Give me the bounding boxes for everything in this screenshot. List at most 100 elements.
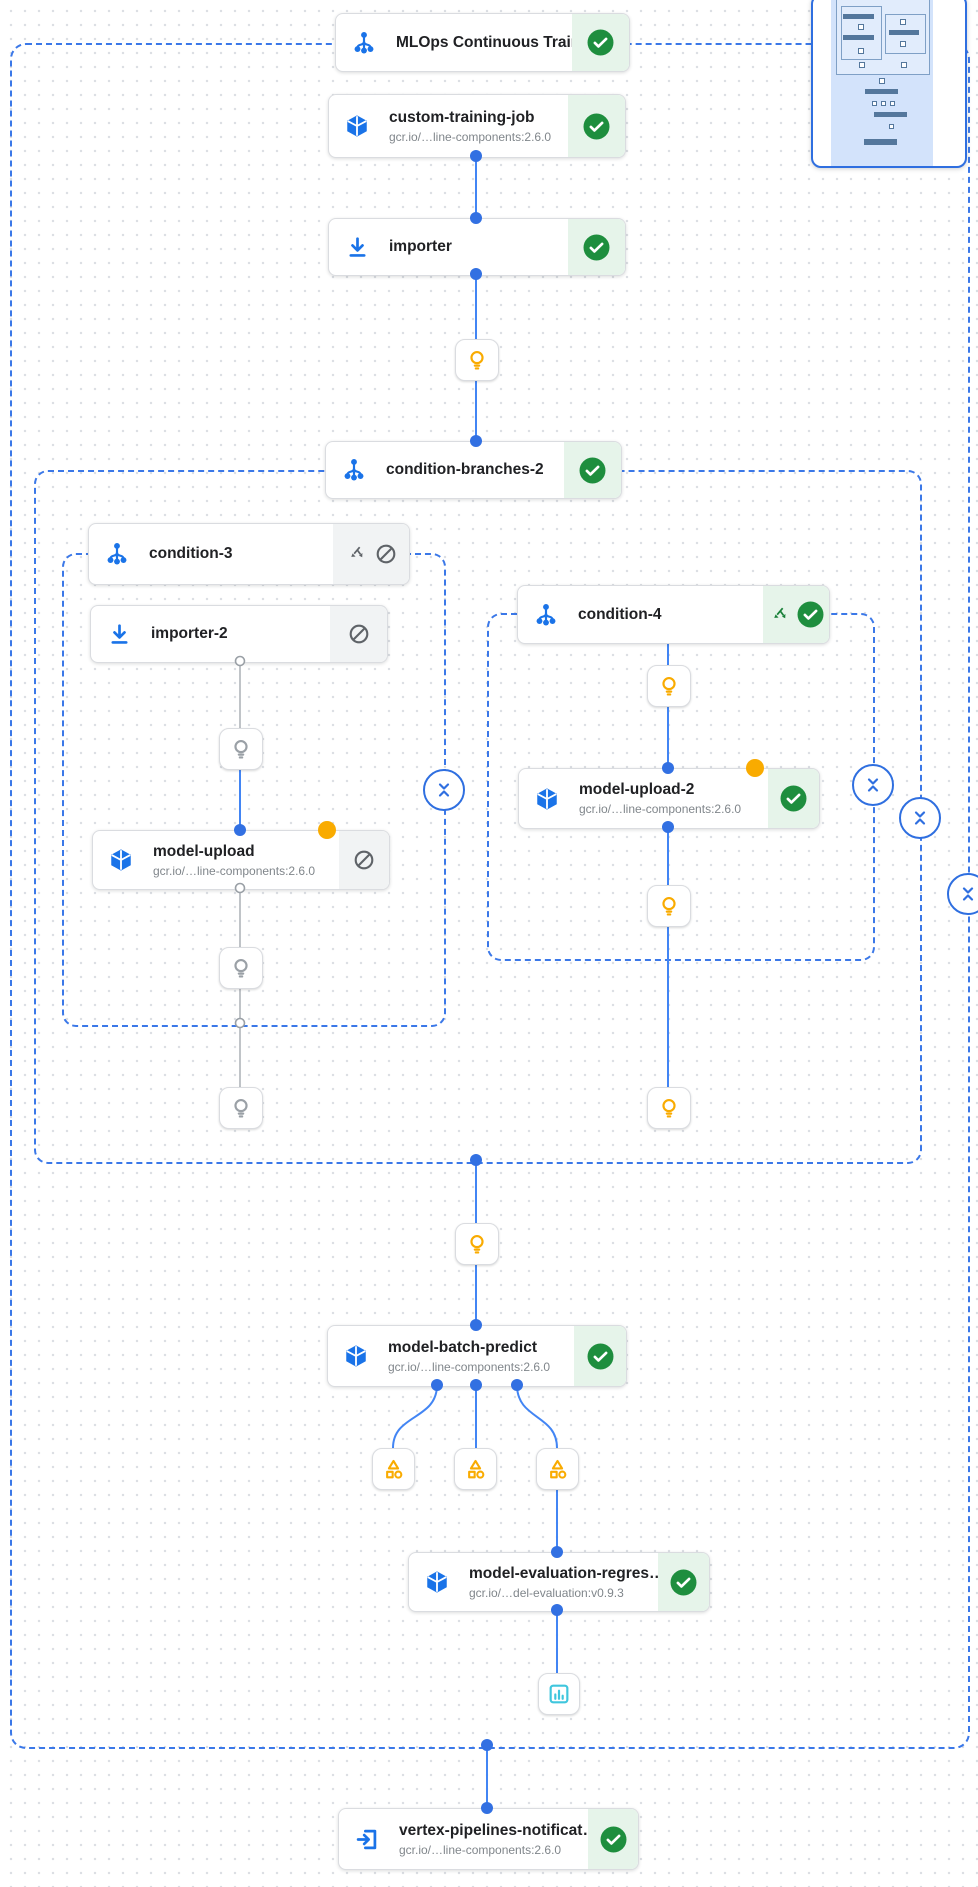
node-subtitle: gcr.io/…line-components:2.6.0 [153,863,316,878]
success-check-icon [579,457,606,483]
import-icon [106,621,132,647]
node-subtitle: gcr.io/…line-components:2.6.0 [389,129,552,144]
exit-icon [354,1826,380,1852]
status-badge [658,1553,709,1611]
node-title: model-upload [153,842,255,860]
node-mlops-continuous-training[interactable]: MLOps Continuous Traini… [335,13,630,72]
branch-merge-icon [350,546,362,558]
lightbulb-icon [470,1235,484,1254]
status-badge [572,14,629,71]
status-badge [574,1326,626,1386]
node-title: model-batch-predict [388,1338,537,1356]
node-condition-3[interactable]: condition-3 [88,523,410,585]
node-condition-branches-2[interactable]: condition-branches-2 [325,441,622,499]
collapse-icon [962,887,974,901]
node-title: condition-branches-2 [386,461,544,478]
success-check-icon [600,1826,626,1852]
chart-icon [549,1684,569,1704]
status-badge [588,1809,638,1869]
artifact-lightbulb[interactable] [647,885,691,927]
artifact-lightbulb[interactable] [455,339,499,381]
node-subtitle: gcr.io/…line-components:2.6.0 [399,1842,562,1857]
cube-icon [534,786,560,812]
import-icon [344,234,370,260]
metrics-icon [386,1459,403,1479]
success-check-icon [587,29,614,56]
artifact-metrics[interactable] [372,1448,415,1490]
lightbulb-icon [470,351,484,370]
collapse-icon [438,783,450,797]
collapse-icon [867,778,879,792]
artifact-lightbulb-skipped[interactable] [219,947,263,989]
node-title: vertex-pipelines-notificat… [399,1821,588,1839]
node-title: custom-training-job [389,108,535,126]
subgraph-icon [351,30,377,56]
node-model-evaluation-regression[interactable]: model-evaluation-regres… gcr.io/…del-eva… [408,1552,710,1612]
cube-icon [424,1569,450,1595]
collapse-condition-branches-2-button[interactable] [899,797,941,839]
node-subtitle: gcr.io/…del-evaluation:v0.9.3 [469,1585,624,1600]
artifact-lightbulb-skipped[interactable] [219,1087,263,1129]
subgraph-icon [104,541,130,567]
lightbulb-icon [662,677,676,696]
artifact-html-chart[interactable] [538,1673,580,1715]
node-model-upload-2[interactable]: model-upload-2 gcr.io/…line-components:2… [518,768,820,829]
lightbulb-icon [234,959,248,978]
node-subtitle: gcr.io/…line-components:2.6.0 [579,802,742,816]
branch-merge-icon [774,607,786,618]
status-badge [339,831,389,889]
node-title: MLOps Continuous Traini… [396,33,572,51]
node-importer[interactable]: importer [328,218,626,276]
node-title: importer-2 [151,625,228,642]
node-model-upload[interactable]: model-upload gcr.io/…line-components:2.6… [92,830,390,890]
minimap[interactable] [811,0,967,168]
success-check-icon [583,113,610,139]
success-check-icon [587,1343,613,1369]
cube-icon [343,1343,369,1369]
artifact-metrics[interactable] [454,1448,497,1490]
lightbulb-icon [662,897,676,916]
node-custom-training-job[interactable]: custom-training-job gcr.io/…line-compone… [328,94,626,158]
status-badge [768,769,819,828]
node-model-batch-predict[interactable]: model-batch-predict gcr.io/…line-compone… [327,1325,627,1387]
status-badge [568,95,625,157]
success-check-icon [780,785,807,812]
cube-icon [344,113,370,139]
skipped-block-icon [376,544,395,564]
node-vertex-pipelines-notification[interactable]: vertex-pipelines-notificat… gcr.io/…line… [338,1808,639,1870]
collapse-pipeline-button[interactable] [947,873,978,915]
node-importer-2[interactable]: importer-2 [90,605,388,663]
lightbulb-icon [234,740,248,759]
collapse-condition-4-button[interactable] [852,764,894,806]
skipped-block-icon [349,624,368,644]
artifact-lightbulb[interactable] [647,665,691,707]
subgraph-icon [341,457,367,483]
node-title: condition-4 [578,605,662,623]
node-title: condition-3 [149,545,233,562]
subgraph-icon [533,602,559,628]
status-badge [763,586,829,643]
metrics-icon [550,1459,567,1479]
artifact-lightbulb[interactable] [647,1087,691,1129]
artifact-lightbulb-skipped[interactable] [219,728,263,770]
node-title: model-upload-2 [579,781,695,798]
artifact-lightbulb[interactable] [455,1223,499,1265]
node-condition-4[interactable]: condition-4 [517,585,830,644]
success-check-icon [670,1569,697,1595]
metrics-icon [468,1459,485,1479]
status-badge [568,219,625,275]
node-subtitle: gcr.io/…line-components:2.6.0 [388,1359,551,1374]
artifact-metrics[interactable] [536,1448,579,1490]
status-badge [330,606,387,662]
lightbulb-icon [234,1099,248,1118]
success-check-icon [797,601,824,628]
success-check-icon [583,234,610,260]
cube-icon [108,847,134,873]
node-title: importer [389,238,452,255]
node-title: model-evaluation-regres… [469,1564,658,1582]
status-badge [564,442,621,498]
collapse-condition-3-button[interactable] [423,769,465,811]
lightbulb-icon [662,1099,676,1118]
skipped-block-icon [354,850,374,870]
